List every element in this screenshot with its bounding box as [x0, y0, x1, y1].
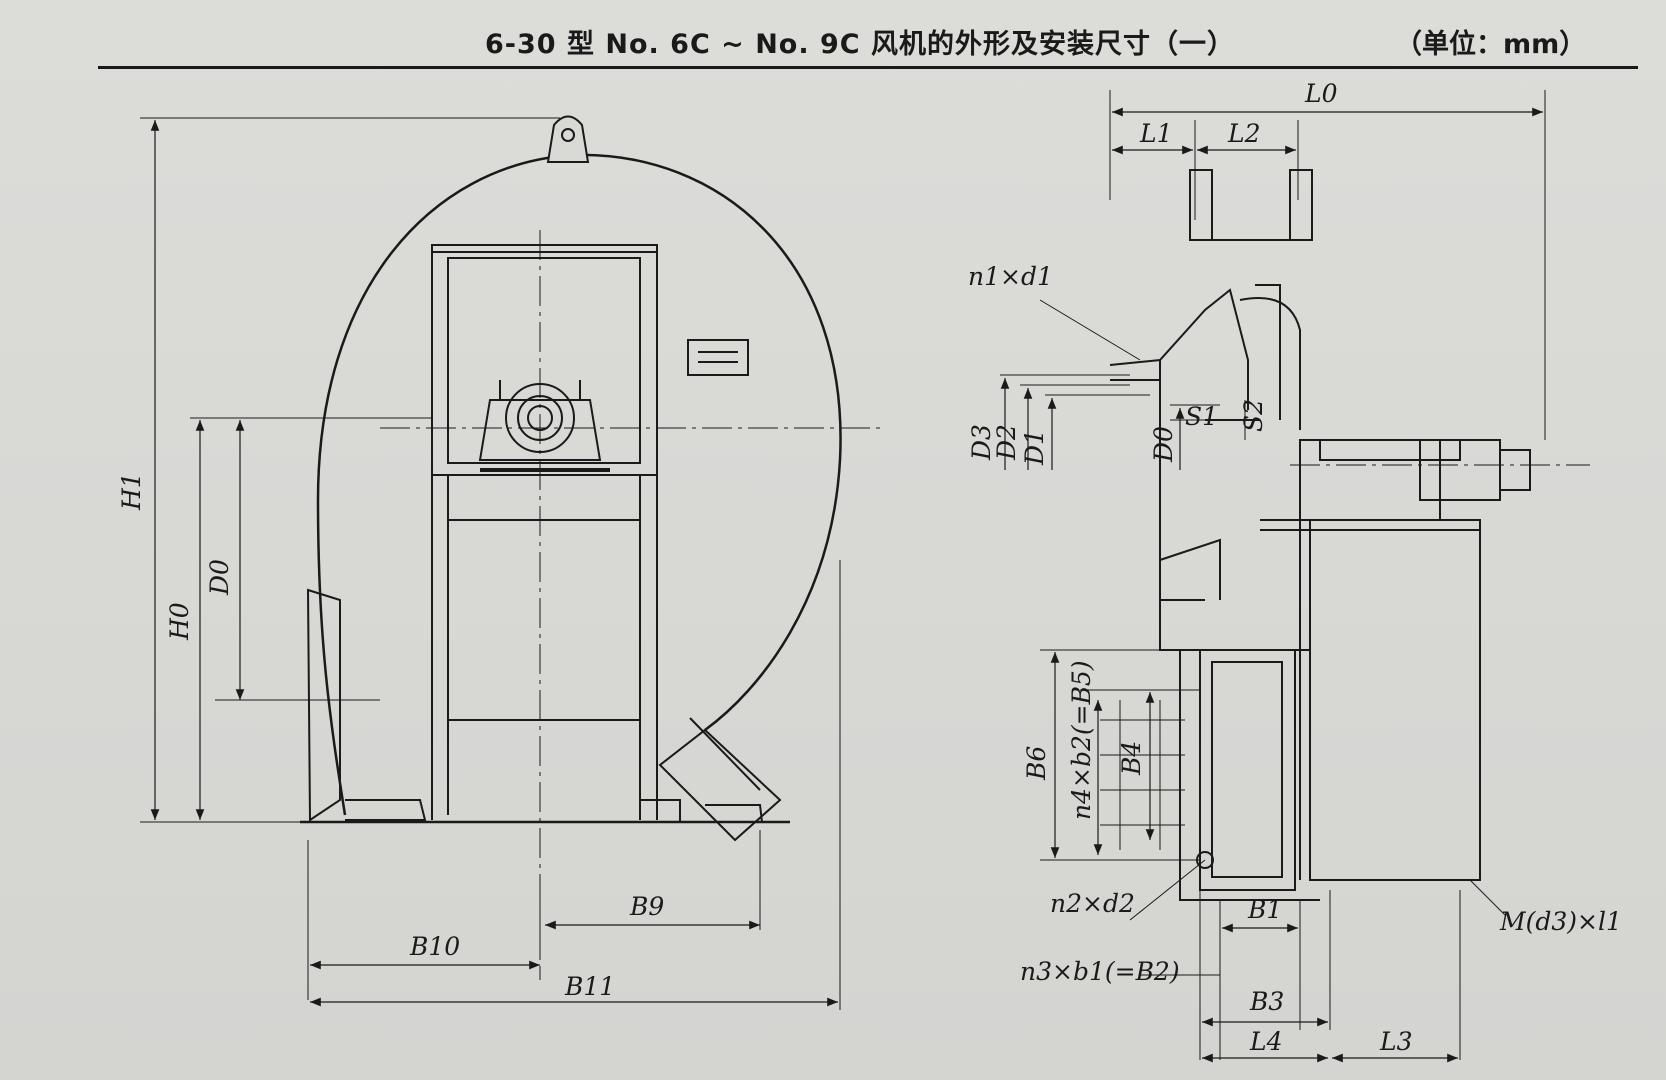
base-frame — [1199, 649, 1296, 891]
label-M-d3-l1: M(d3)×l1 — [1499, 907, 1622, 936]
page-title: 6-30 型 No. 6C ~ No. 9C 风机的外形及安装尺寸（一） — [485, 29, 1235, 60]
label-L4: L4 — [1249, 1027, 1283, 1056]
nameplate — [687, 339, 749, 376]
lifting-lug — [546, 115, 590, 163]
header-rule — [98, 66, 1638, 69]
label-H0: H0 — [165, 602, 194, 641]
label-D3: D3 — [967, 424, 996, 461]
label-D0-side: D0 — [1149, 426, 1178, 463]
side-view — [1000, 90, 1590, 1063]
label-L1: L1 — [1139, 119, 1173, 148]
label-L0: L0 — [1304, 79, 1338, 108]
label-B11: B11 — [564, 972, 615, 1001]
label-n1-d1: n1×d1 — [968, 262, 1053, 291]
label-B10: B10 — [409, 932, 460, 961]
label-n3-b1: n3×b1(=B2) — [1020, 957, 1180, 986]
label-B6: B6 — [1022, 746, 1051, 781]
label-n2-d2: n2×d2 — [1050, 889, 1135, 918]
label-B4: B4 — [1117, 741, 1146, 776]
unit-note: （单位：mm） — [1395, 29, 1587, 60]
pulley — [1419, 439, 1501, 501]
label-D1: D1 — [1020, 429, 1049, 466]
label-H1: H1 — [117, 472, 146, 511]
left-foot — [306, 588, 341, 822]
label-B1: B1 — [1247, 895, 1282, 924]
label-L2: L2 — [1227, 119, 1261, 148]
impeller-blade — [1189, 169, 1213, 241]
label-B3: B3 — [1249, 987, 1284, 1016]
label-S2: S2 — [1239, 399, 1268, 432]
outlet-duct — [658, 728, 782, 842]
label-B9: B9 — [629, 892, 664, 921]
label-L3: L3 — [1379, 1027, 1413, 1056]
bearing-frame — [431, 244, 658, 476]
label-S1: S1 — [1185, 402, 1218, 431]
label-n4-b2: n4×b2(=B5) — [1067, 660, 1096, 820]
front-view — [140, 115, 880, 1010]
label-D2: D2 — [992, 424, 1021, 461]
fan-housing-scroll — [316, 153, 842, 816]
label-D0-front: D0 — [205, 559, 234, 596]
inlet-cone — [1109, 288, 1249, 410]
